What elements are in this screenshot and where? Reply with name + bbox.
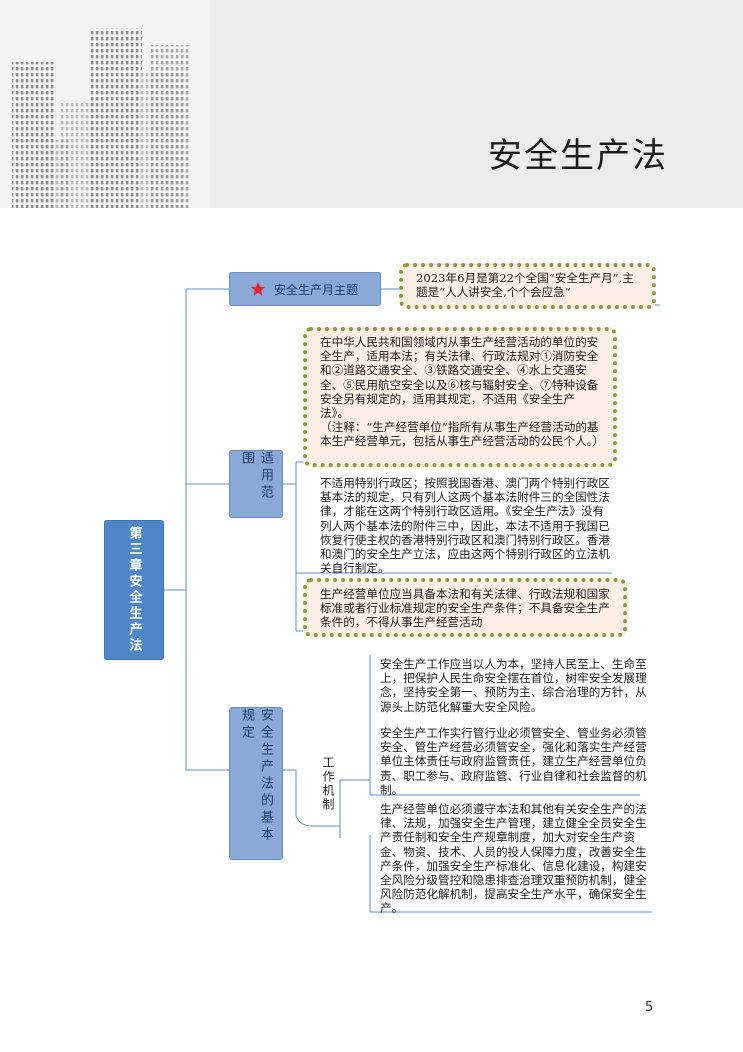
- branch-node-scope: 适用范围: [229, 450, 283, 518]
- city-buildings-graphic: [0, 0, 210, 208]
- scope-text1-main: 在中华人民共和国领域内从事生产经营活动的单位的安全生产，适用本法；有关法律、行政…: [320, 335, 599, 421]
- theme-note-box: [399, 263, 656, 309]
- basic-text1: 安全生产工作应当以人为本，坚持人民至上、生命至上，把保护人民生命安全摆在首位，树…: [380, 657, 647, 714]
- page-title: 安全生产法: [488, 136, 668, 176]
- header-banner: [0, 0, 743, 208]
- branch-node-basic-label: 安全生产法的基本规定: [239, 708, 273, 844]
- branch-node-scope-label: 适用范围: [239, 451, 273, 502]
- branch-node-theme-label: 安全生产月主题: [274, 282, 359, 297]
- scope-text2: 不适用特别行政区；按照我国香港、澳门两个特别行政区基本法的规定，只有列人这两个基…: [320, 476, 610, 576]
- scope-text3-box: [303, 578, 627, 637]
- theme-note-text: 2023年6月是第22个全国“安全生产月”,主题是“人人讲安全,个个会应急”: [416, 271, 634, 300]
- page-number: 5: [645, 1000, 654, 1015]
- scope-text3: 生产经营单位应当具备本法和有关法律、行政法规和国家标准或者行业标准规定的安全生产…: [320, 587, 610, 630]
- root-node-label: 第三章安全生产法: [126, 526, 142, 654]
- basic-text2: 安全生产工作实行管行业必须管安全、管业务必须管安全、管生产经营必须管安全，强化和…: [380, 726, 647, 797]
- scope-text1: 在中华人民共和国领域内从事生产经营活动的单位的安全生产，适用本法；有关法律、行政…: [320, 335, 604, 449]
- star-icon: [251, 282, 265, 296]
- scope-text1-box: [303, 327, 617, 467]
- root-node-chapter: 第三章安全生产法: [104, 520, 164, 660]
- scope-text1-note: （注释：“生产经营单位”指所有从事生产经营活动的基本生产经营单元，包括从事生产经…: [320, 420, 605, 449]
- sub-node-mechanism: 工作机制: [321, 756, 335, 812]
- branch-node-basic: 安全生产法的基本规定: [229, 707, 283, 860]
- basic-text3: 生产经营单位必须遵守本法和其他有关安全生产的法律、法规，加强安全生产管理，建立健…: [380, 802, 647, 916]
- branch-node-theme: 安全生产月主题: [229, 272, 381, 306]
